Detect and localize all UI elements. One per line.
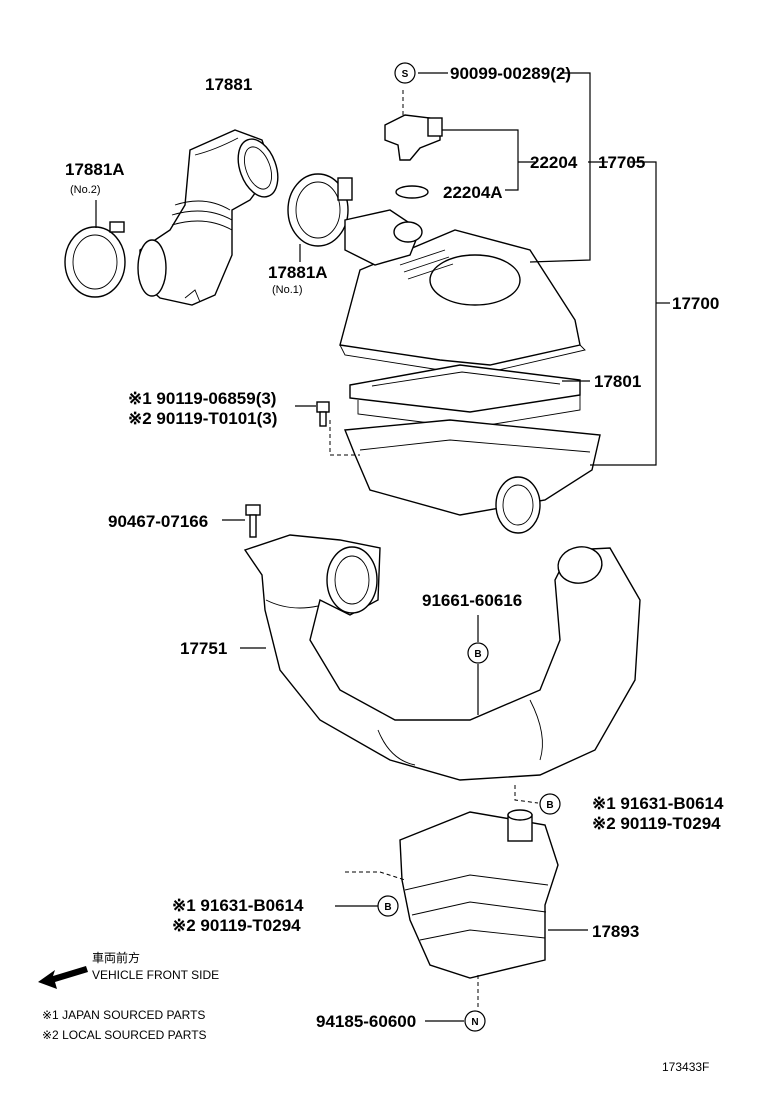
label-91631-left: ※1 91631-B0614: [172, 896, 304, 915]
note-local-sourced: ※2 LOCAL SOURCED PARTS: [42, 1028, 207, 1042]
leader-lines: [222, 72, 670, 1022]
clamp-17881A-no1: [287, 173, 353, 262]
label-90119-T0294-left: ※2 90119-T0294: [172, 916, 301, 935]
callout-b-duct: B: [467, 642, 489, 664]
air-cleaner-case: [329, 419, 601, 534]
sensor-22204: [384, 90, 443, 199]
callout-b-resonator-top: B: [539, 793, 561, 815]
label-no2: (No.2): [70, 184, 101, 196]
label-17751: 17751: [180, 639, 227, 658]
callout-s: S: [394, 62, 416, 84]
resonator-17893: [345, 809, 559, 979]
svg-text:B: B: [384, 902, 391, 913]
front-side-label-jp: 車両前方: [92, 950, 140, 965]
air-hose-17881: [137, 129, 279, 306]
callout-b-resonator-left: B: [377, 895, 399, 917]
bolt-90467: [245, 504, 261, 538]
bolt-90119: [316, 401, 330, 427]
label-17881: 17881: [205, 75, 252, 94]
intake-duct-17751: [243, 534, 641, 781]
label-90119-T0101: ※2 90119-T0101(3): [128, 409, 277, 428]
diagram-reference-code: 173433F: [662, 1060, 709, 1074]
vehicle-front-arrow-icon: [38, 966, 88, 989]
label-90099: 90099-00289(2): [450, 64, 571, 83]
svg-text:S: S: [402, 69, 409, 80]
air-filter-element-17801: [349, 364, 581, 429]
front-side-label-en: VEHICLE FRONT SIDE: [92, 968, 219, 982]
label-22204: 22204: [530, 153, 578, 172]
label-22204A: 22204A: [443, 183, 503, 202]
label-17881A-no1: 17881A: [268, 263, 328, 282]
label-17881A-no2: 17881A: [65, 160, 125, 179]
label-17705: 17705: [598, 153, 645, 172]
callout-n: N: [464, 1010, 486, 1032]
label-90119-06859: ※1 90119-06859(3): [128, 389, 276, 408]
air-cleaner-cap: [339, 209, 586, 373]
clamp-17881A-no2: [64, 200, 126, 298]
label-no1: (No.1): [272, 284, 303, 296]
svg-text:B: B: [546, 800, 553, 811]
label-91661: 91661-60616: [422, 591, 522, 610]
note-japan-sourced: ※1 JAPAN SOURCED PARTS: [42, 1008, 205, 1022]
label-17801: 17801: [594, 372, 641, 391]
label-17893: 17893: [592, 922, 639, 941]
label-90467: 90467-07166: [108, 512, 208, 531]
label-17700: 17700: [672, 294, 719, 313]
label-90119-T0294-right: ※2 90119-T0294: [592, 814, 721, 833]
svg-text:B: B: [474, 649, 481, 660]
svg-text:N: N: [471, 1017, 478, 1028]
label-94185: 94185-60600: [316, 1012, 416, 1031]
label-91631-right: ※1 91631-B0614: [592, 794, 724, 813]
